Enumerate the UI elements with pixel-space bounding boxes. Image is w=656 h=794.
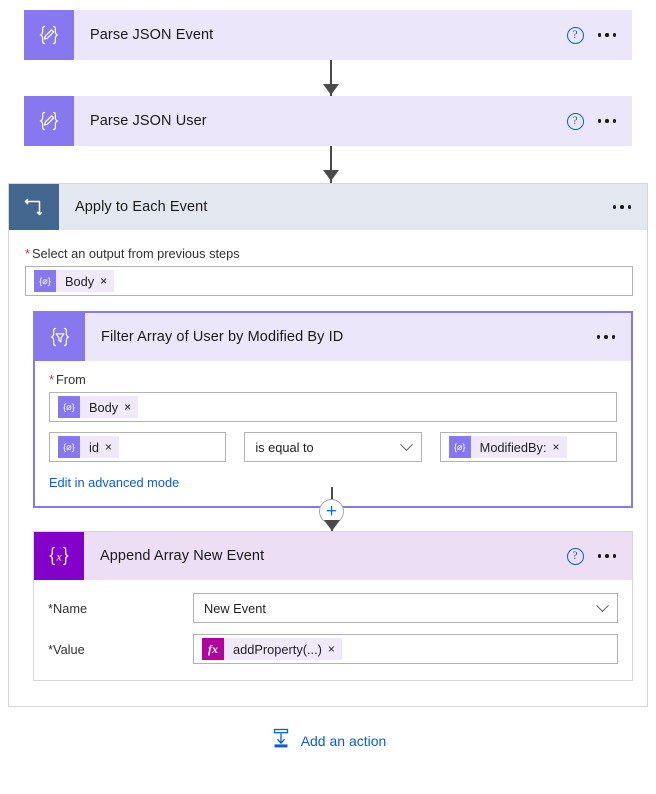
token-remove-icon[interactable]: × xyxy=(104,440,112,454)
token-label: id xyxy=(89,439,99,455)
parse-json-icon xyxy=(24,96,74,146)
chevron-down-icon[interactable] xyxy=(596,598,609,612)
help-icon[interactable]: ? xyxy=(566,112,584,130)
loop-icon xyxy=(9,184,59,230)
connector-line xyxy=(330,60,332,98)
more-menu-icon[interactable] xyxy=(597,554,616,558)
connector-arrow xyxy=(323,84,339,95)
token-remove-icon[interactable]: × xyxy=(327,642,335,656)
token-label: ModifiedBy: xyxy=(479,439,547,455)
edit-advanced-mode-link[interactable]: Edit in advanced mode xyxy=(49,475,180,490)
append-array-body: *Name New Event *Value xyxy=(34,580,632,680)
action-card-filter-array[interactable]: Filter Array of User by Modified By ID *… xyxy=(33,311,633,508)
value-label: *Value xyxy=(48,641,85,657)
filter-array-body: *From {⌀} Body × {⌀} id xyxy=(35,361,631,506)
name-field-container: New Event xyxy=(193,593,618,623)
scope-header[interactable]: Apply to Each Event xyxy=(9,184,647,230)
dynamic-content-icon: {⌀} xyxy=(448,436,471,458)
token-label: addProperty(...) xyxy=(233,641,322,657)
more-menu-icon[interactable] xyxy=(597,33,616,37)
card-actions: ? xyxy=(566,532,633,580)
condition-left-input[interactable]: {⌀} id × xyxy=(49,432,227,462)
add-action-label[interactable]: Add an action xyxy=(300,732,387,749)
value-field-container: fx addProperty(...) × xyxy=(193,634,618,664)
token-function-addproperty[interactable]: fx addProperty(...) × xyxy=(202,638,342,660)
from-input[interactable]: {⌀} Body × xyxy=(49,392,617,422)
insert-new-step-button[interactable]: + xyxy=(319,499,344,524)
action-title: Parse JSON Event xyxy=(90,27,214,43)
dynamic-content-icon: {⌀} xyxy=(58,436,80,458)
name-label: *Name xyxy=(48,600,88,616)
card-actions: ? xyxy=(566,10,633,60)
required-asterisk: * xyxy=(25,246,30,261)
select-output-label: *Select an output from previous steps xyxy=(25,246,240,261)
add-action-icon xyxy=(270,727,292,754)
append-array-header[interactable]: x Append Array New Event ? xyxy=(34,532,632,580)
more-menu-icon[interactable] xyxy=(596,335,615,339)
condition-left: {⌀} id × xyxy=(49,432,227,462)
action-card-parse-json-event[interactable]: Parse JSON Event ? xyxy=(24,10,632,60)
help-icon[interactable]: ? xyxy=(566,26,584,44)
connector-arrow xyxy=(324,520,340,531)
token-label: Body xyxy=(65,273,95,289)
condition-operator: is equal to xyxy=(244,432,422,462)
parse-json-icon xyxy=(24,10,74,60)
more-menu-icon[interactable] xyxy=(612,205,631,209)
token-remove-icon[interactable]: × xyxy=(124,400,132,414)
add-action-row: Add an action xyxy=(0,727,656,754)
required-asterisk: * xyxy=(48,600,53,616)
scope-apply-to-each-event: Apply to Each Event *Select an output fr… xyxy=(8,183,648,707)
name-value: New Event xyxy=(204,600,266,616)
card-actions: ? xyxy=(566,96,633,146)
filter-array-icon xyxy=(35,313,85,361)
compose-variable-icon: x xyxy=(34,532,84,580)
plus-icon: + xyxy=(325,501,338,522)
token-remove-icon[interactable]: × xyxy=(552,440,560,454)
value-input[interactable]: fx addProperty(...) × xyxy=(193,634,618,664)
help-icon[interactable]: ? xyxy=(566,547,584,565)
action-card-append-array[interactable]: x Append Array New Event ? *Name xyxy=(33,531,633,681)
dynamic-content-icon: {⌀} xyxy=(58,396,80,418)
select-output-input[interactable]: {⌀} Body × xyxy=(25,266,633,296)
name-select[interactable]: New Event xyxy=(193,593,618,623)
operator-value: is equal to xyxy=(255,439,314,455)
token-id[interactable]: {⌀} id × xyxy=(58,436,119,458)
scope-body: *Select an output from previous steps {⌀… xyxy=(9,230,647,296)
action-card-parse-json-user[interactable]: Parse JSON User ? xyxy=(24,96,632,146)
action-title: Append Array New Event xyxy=(100,548,265,564)
filter-array-header[interactable]: Filter Array of User by Modified By ID xyxy=(35,313,631,361)
required-asterisk: * xyxy=(49,372,54,387)
token-body[interactable]: {⌀} Body × xyxy=(58,396,139,418)
svg-text:x: x xyxy=(55,551,62,563)
token-body[interactable]: {⌀} Body × xyxy=(34,270,115,292)
scope-title: Apply to Each Event xyxy=(75,199,208,215)
function-icon: fx xyxy=(202,638,224,660)
condition-row: {⌀} id × is equal to xyxy=(49,432,617,462)
action-title: Filter Array of User by Modified By ID xyxy=(101,329,344,345)
connector-arrow xyxy=(323,170,339,181)
condition-right-input[interactable]: {⌀} ModifiedBy: × xyxy=(439,432,617,462)
operator-select[interactable]: is equal to xyxy=(244,432,422,462)
dynamic-content-icon: {⌀} xyxy=(34,270,56,292)
condition-right: {⌀} ModifiedBy: × xyxy=(439,432,617,462)
form-row-value: *Value fx addProperty(...) × xyxy=(48,634,618,664)
card-actions xyxy=(612,184,648,230)
from-label: *From xyxy=(49,372,86,387)
chevron-down-icon[interactable] xyxy=(399,437,413,451)
action-title: Parse JSON User xyxy=(90,113,207,129)
form-row-name: *Name New Event xyxy=(48,593,618,623)
token-remove-icon[interactable]: × xyxy=(100,274,108,288)
card-actions xyxy=(596,313,632,361)
connector-line xyxy=(331,487,333,501)
token-modifiedby[interactable]: {⌀} ModifiedBy: × xyxy=(448,436,567,458)
connector-line xyxy=(330,146,332,183)
required-asterisk: * xyxy=(48,641,53,657)
token-label: Body xyxy=(89,399,119,415)
more-menu-icon[interactable] xyxy=(597,119,616,123)
